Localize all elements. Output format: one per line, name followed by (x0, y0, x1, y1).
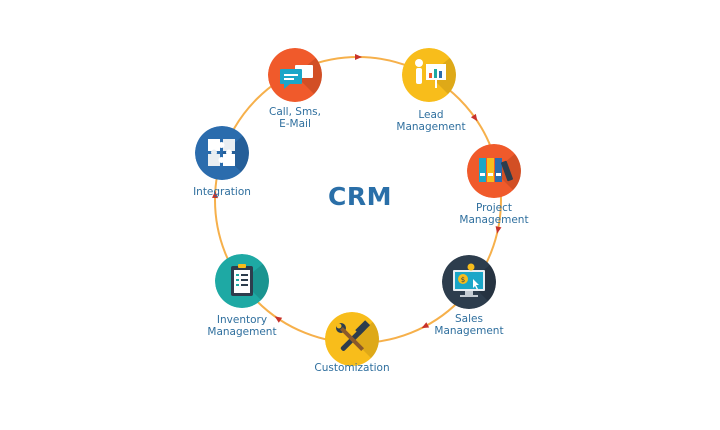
ring-arrow (495, 226, 502, 234)
clipboard-checklist-icon (215, 254, 269, 308)
label-inventory-management: Inventory Management (207, 314, 277, 338)
node-project-management[interactable] (467, 144, 521, 198)
wrench-hammer-icon (325, 312, 379, 366)
ring-arrow (470, 113, 478, 122)
node-integration[interactable] (195, 126, 249, 180)
node-call-sms-email[interactable] (268, 48, 322, 102)
label-integration: Integration (193, 186, 251, 198)
binders-icon (467, 144, 521, 198)
node-sales-management[interactable]: $ (442, 255, 496, 309)
ring-arrow (274, 316, 283, 323)
svg-text:$: $ (461, 276, 465, 284)
presenter-board-icon (402, 48, 456, 102)
ring-arrow (421, 322, 430, 329)
label-call-sms-email: Call, Sms, E-Mail (269, 106, 321, 130)
chat-bubbles-icon (268, 48, 322, 102)
ring-arrow (211, 191, 218, 199)
monitor-dollar-icon: $ (442, 255, 496, 309)
puzzle-icon (195, 126, 249, 180)
ring-arrow (355, 54, 362, 60)
label-project-management: Project Management (459, 202, 529, 226)
center-title: CRM (328, 182, 392, 211)
label-customization: Customization (314, 362, 390, 374)
node-lead-management[interactable] (402, 48, 456, 102)
label-sales-management: Sales Management (434, 313, 504, 337)
label-lead-management: Lead Management (396, 109, 466, 133)
node-inventory-management[interactable] (215, 254, 269, 308)
node-customization[interactable] (325, 312, 379, 366)
